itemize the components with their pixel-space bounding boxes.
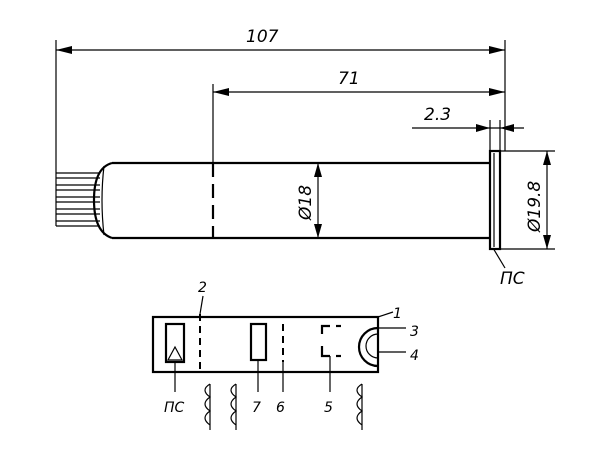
reference-surface-callout: ПС — [492, 247, 525, 289]
semicircle-contact — [357, 326, 379, 368]
coil-symbol — [356, 383, 364, 430]
callout-ps: ПС — [164, 400, 185, 416]
element-5-bracket — [320, 324, 330, 334]
callout-4: 4 — [410, 348, 419, 364]
dim-2-3-label: 2.3 — [424, 105, 451, 125]
callout-1: 1 — [393, 306, 402, 322]
dim-o19-8-label: Ø19.8 — [525, 181, 545, 233]
dim-o18-label: Ø18 — [296, 185, 316, 221]
cylinder-side-view — [55, 149, 502, 251]
dim-overall-length: 107 — [55, 27, 506, 173]
dim-flange-diameter: Ø19.8 — [500, 150, 555, 250]
callout-5: 5 — [324, 400, 333, 416]
dim-length-71: 71 — [212, 69, 505, 163]
callout-3: 3 — [410, 324, 419, 340]
flange — [488, 149, 502, 251]
dim-body-diameter: Ø18 — [296, 163, 322, 238]
ps-label-top: ПС — [500, 269, 525, 289]
coil-symbol — [230, 383, 238, 430]
ps-element — [164, 322, 186, 364]
dim-107-label: 107 — [246, 27, 279, 47]
schematic-view: 2 1 3 4 ПС 7 6 5 — [151, 280, 419, 430]
callout-2: 2 — [198, 280, 207, 296]
element-7 — [249, 322, 268, 362]
dim-71-label: 71 — [338, 69, 360, 89]
connector-pins — [55, 172, 100, 227]
dim-flange-thickness: 2.3 — [412, 105, 524, 151]
schematic-frame — [151, 315, 380, 374]
callout-7: 7 — [252, 400, 261, 416]
callout-6: 6 — [276, 400, 285, 416]
coil-symbol — [204, 383, 212, 430]
